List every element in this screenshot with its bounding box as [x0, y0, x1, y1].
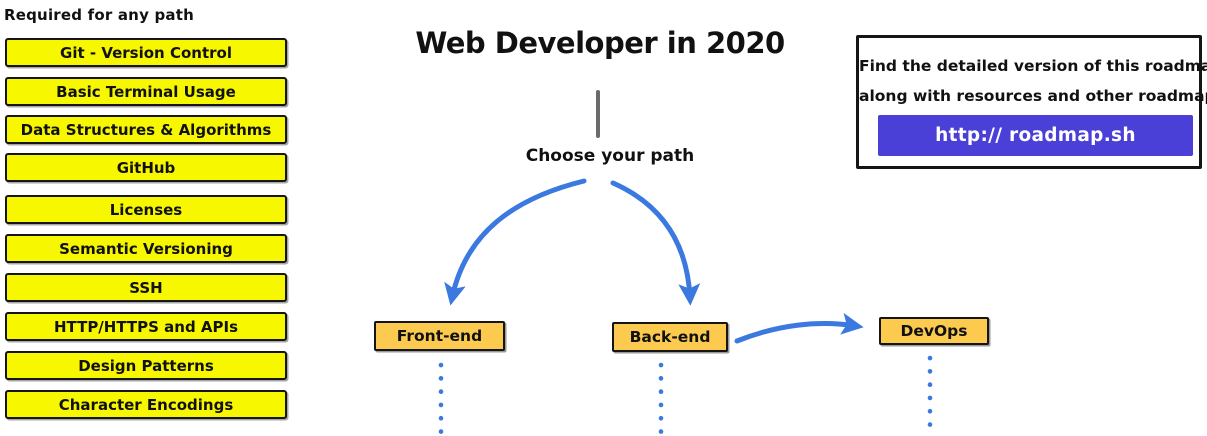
required-item-data-structures[interactable]: Data Structures & Algorithms [5, 115, 287, 144]
roadmap-url-button[interactable]: http:// roadmap.sh [878, 115, 1193, 156]
required-item-design-patterns[interactable]: Design Patterns [5, 351, 287, 380]
required-item-ssh[interactable]: SSH [5, 273, 287, 302]
arrow-to-frontend [444, 178, 587, 306]
required-item-github[interactable]: GitHub [5, 153, 287, 182]
required-section-heading: Required for any path [4, 6, 194, 24]
required-item-git[interactable]: Git - Version Control [5, 38, 287, 67]
arrow-backend-to-devops [734, 312, 864, 344]
path-box-backend[interactable]: Back-end [612, 322, 728, 352]
page-title: Web Developer in 2020 [415, 26, 785, 60]
required-item-http-apis[interactable]: HTTP/HTTPS and APIs [5, 312, 287, 341]
required-item-char-encodings[interactable]: Character Encodings [5, 390, 287, 419]
required-item-semver[interactable]: Semantic Versioning [5, 234, 287, 263]
required-item-terminal[interactable]: Basic Terminal Usage [5, 77, 287, 106]
choose-your-path-label: Choose your path [525, 146, 695, 166]
info-box: Find the detailed version of this roadma… [856, 35, 1207, 169]
info-box-text: Find the detailed version of this roadma… [859, 51, 1207, 111]
path-box-frontend[interactable]: Front-end [374, 321, 505, 351]
info-box-text-line2: along with resources and other roadmaps [859, 87, 1207, 105]
path-box-devops[interactable]: DevOps [879, 317, 989, 345]
required-item-licenses[interactable]: Licenses [5, 195, 287, 224]
title-connector-line [596, 90, 600, 138]
arrow-to-backend [610, 180, 701, 306]
info-box-text-line1: Find the detailed version of this roadma… [859, 57, 1207, 75]
